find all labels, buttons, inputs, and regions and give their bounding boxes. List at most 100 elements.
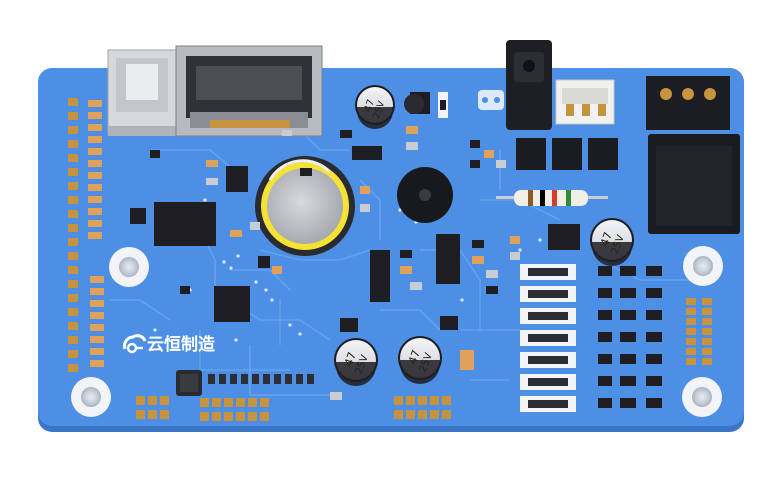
smd-part [282, 130, 292, 136]
header-pin [68, 168, 78, 176]
diode-body [528, 378, 568, 386]
sot23-transistor [598, 310, 612, 320]
smd-part [250, 222, 260, 230]
smd-part [472, 256, 484, 264]
smd-resistor [90, 312, 104, 319]
header-pin [686, 328, 696, 335]
left-pin-headers [68, 98, 104, 372]
smd-part [330, 392, 342, 400]
inductor [176, 370, 202, 396]
cap-1: 47 25V [590, 218, 634, 266]
right-pin-header [686, 298, 712, 365]
header-pin [702, 308, 712, 315]
header-pin [394, 410, 403, 419]
through-hole-resistor [496, 190, 608, 206]
sot23-transistor [598, 354, 612, 364]
header-pin [148, 396, 157, 405]
mounting-holes [71, 246, 723, 417]
smd-resistor [88, 208, 102, 215]
header-pin [160, 410, 169, 419]
smd-resistor [90, 360, 104, 367]
smd-resistor [263, 374, 270, 384]
smd-resistor [230, 374, 237, 384]
smd-resistor [90, 336, 104, 343]
small-inductor [404, 92, 448, 118]
smd-resistor [88, 100, 102, 107]
smd-resistor [620, 310, 636, 320]
smd-resistor [90, 300, 104, 307]
header-pin [148, 410, 157, 419]
header-pin [702, 298, 712, 305]
jumper [478, 90, 504, 110]
header-pin [68, 280, 78, 288]
header-pin [430, 410, 439, 419]
header-pin [68, 98, 78, 106]
smd-resistor [252, 374, 259, 384]
sot23-transistor [598, 332, 612, 342]
header-pin [68, 308, 78, 316]
smd-resistor [646, 332, 662, 342]
header-pin [394, 396, 403, 405]
header-pin [68, 238, 78, 246]
header-pin [260, 412, 269, 421]
header-pin [406, 410, 415, 419]
smd-part [206, 178, 218, 185]
smd-resistor [285, 374, 292, 384]
cap-0-value: 47 [363, 98, 378, 114]
header-pin [68, 350, 78, 358]
brand-logo: 云恒制造 [123, 334, 216, 355]
smd-resistor [620, 266, 636, 276]
smd-resistor [88, 196, 102, 203]
brand-logo-text: 云恒制造 [147, 334, 216, 355]
header-pin [686, 308, 696, 315]
header-pin [224, 398, 233, 407]
smd-part [496, 160, 506, 168]
diode-body [528, 400, 568, 408]
smd-resistor [88, 124, 102, 131]
diode-body [528, 356, 568, 364]
smd-resistor [90, 288, 104, 295]
smd-part [406, 142, 418, 150]
cap-2: 47 25V [334, 338, 378, 386]
header-pin [248, 412, 257, 421]
smd-part [472, 240, 484, 248]
header-pin [212, 398, 221, 407]
bottom-pin-headers [136, 374, 451, 421]
smd-resistor [646, 310, 662, 320]
header-pin [160, 396, 169, 405]
diode-body [528, 312, 568, 320]
cap-3-value: 47 [406, 348, 423, 366]
smd-part [486, 286, 498, 294]
buzzer [397, 167, 453, 223]
header-pin [702, 348, 712, 355]
header-pin [68, 364, 78, 372]
smd-part [470, 140, 480, 148]
smd-resistor [208, 374, 215, 384]
header-pin [236, 412, 245, 421]
power-mosfets [516, 138, 618, 170]
header-pin [702, 358, 712, 365]
header-pin [68, 266, 78, 274]
smd-resistor [646, 398, 662, 408]
vias [153, 198, 542, 342]
smd-part [510, 252, 520, 260]
cap-3: 47 25V [398, 336, 442, 384]
header-pin [248, 398, 257, 407]
smd-resistor [90, 348, 104, 355]
header-pin [68, 294, 78, 302]
smd-part [470, 160, 480, 168]
smd-resistor [88, 148, 102, 155]
header-pin [686, 338, 696, 345]
header-pin [406, 396, 415, 405]
smd-part [340, 130, 352, 138]
header-pin [430, 396, 439, 405]
smd-resistor [646, 266, 662, 276]
sot23-transistor [598, 266, 612, 276]
diode-body [528, 268, 568, 276]
relay [648, 134, 740, 234]
smd-resistor [88, 220, 102, 227]
smd-resistor [88, 232, 102, 239]
header-pin [68, 336, 78, 344]
jst-connector [555, 79, 615, 125]
header-pin [224, 412, 233, 421]
